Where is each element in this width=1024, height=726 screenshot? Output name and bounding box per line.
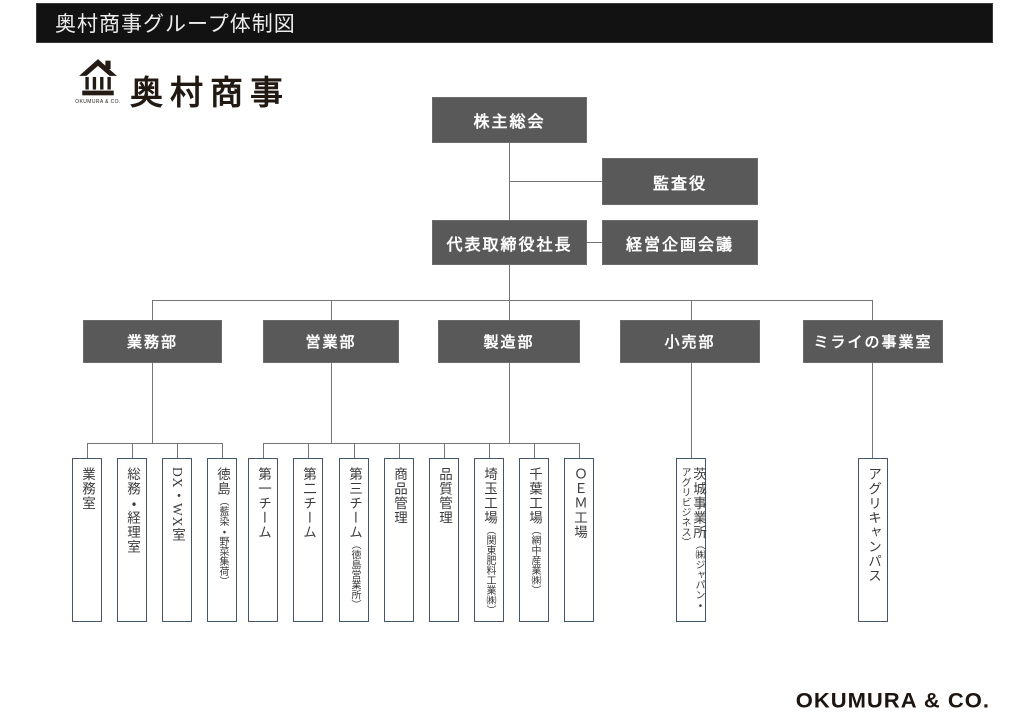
connector (152, 300, 872, 301)
connector (691, 363, 692, 458)
unit-dx-wx-shitsu-box: DX・WX室 (162, 458, 192, 622)
unit-team3-box: 第三チーム（徳島営業所） (339, 458, 369, 622)
auditor-box: 監査役 (602, 158, 758, 205)
connector (152, 300, 153, 320)
unit-somu-keirishitsu-box: 総務・経理室 (117, 458, 147, 622)
connector (399, 443, 400, 458)
unit-shohin-kanri-box: 商品管理 (384, 458, 414, 622)
planning-meeting-label: 経営企画会議 (625, 236, 734, 254)
unit-shohin-kanri-label: 商品管理 (392, 467, 407, 525)
connector (152, 363, 153, 443)
unit-agri-campus-box: アグリキャンパス (858, 458, 888, 622)
company-logo-icon: OKUMURA & CO. (75, 58, 121, 108)
unit-team2-box: 第二チーム (293, 458, 323, 622)
connector (509, 181, 602, 182)
house-mark-icon (79, 59, 117, 96)
dept-kouribu-box: 小売部 (620, 320, 760, 363)
unit-oem-kojo-box: ＯＥＭ工場 (564, 458, 594, 622)
unit-somu-keirishitsu-label: 総務・経理室 (125, 467, 140, 554)
unit-chiba-kojo-sub: （網中産業㈱） (529, 525, 540, 595)
company-name: 奥村商事 (130, 76, 290, 112)
connector (509, 265, 510, 300)
connector (87, 443, 222, 444)
company-logo: OKUMURA & CO. 奥村商事 (75, 58, 290, 114)
unit-team1-label: 第一チーム (256, 467, 271, 540)
dept-mirai-jigyoshitsu-label: ミライの事業室 (813, 334, 933, 351)
dept-gyomubu-label: 業務部 (126, 334, 178, 351)
connector (263, 443, 264, 458)
planning-meeting-box: 経営企画会議 (602, 220, 758, 265)
dept-seizobu-label: 製造部 (483, 334, 535, 351)
slide-title-bar: 奥村商事グループ体制図 (36, 3, 993, 43)
unit-hinshitsu-kanri-box: 品質管理 (429, 458, 459, 622)
dept-gyomubu-box: 業務部 (83, 320, 222, 363)
connector (177, 443, 178, 458)
shareholders-meeting-label: 株主総会 (473, 114, 546, 131)
connector (509, 300, 510, 320)
logo-caption: OKUMURA & CO. (75, 99, 121, 105)
connector (691, 300, 692, 320)
unit-gyomushitsu-box: 業務室 (72, 458, 102, 622)
footer-brand-logo: OKUMURA & CO. (795, 688, 990, 713)
connector (308, 443, 309, 458)
dept-eigyobu-box: 営業部 (263, 320, 399, 363)
connector (354, 443, 355, 458)
connector (489, 443, 490, 458)
connector (872, 300, 873, 320)
unit-team1-box: 第一チーム (248, 458, 278, 622)
unit-dx-wx-shitsu-label: DX・WX室 (170, 467, 185, 542)
unit-team3-sub: （徳島営業所） (349, 539, 360, 610)
connector (222, 443, 223, 458)
unit-saitama-kojo-sub: （関東肥料工業㈱） (484, 525, 495, 615)
unit-tokushima-box: 徳島（藍染・野菜集荷） (207, 458, 237, 622)
connector (263, 443, 579, 444)
unit-team3-label: 第三チーム (347, 467, 362, 540)
president-box: 代表取締役社長 (432, 220, 587, 265)
unit-chiba-kojo-label: 千葉工場 (527, 467, 542, 525)
auditor-label: 監査役 (652, 175, 707, 193)
dept-mirai-jigyoshitsu-box: ミライの事業室 (803, 320, 943, 363)
unit-hinshitsu-kanri-label: 品質管理 (437, 467, 452, 525)
dept-kouribu-label: 小売部 (664, 334, 716, 351)
unit-chiba-kojo-box: 千葉工場（網中産業㈱） (519, 458, 549, 622)
shareholders-meeting-box: 株主総会 (432, 97, 587, 143)
connector (331, 300, 332, 320)
connector (579, 443, 580, 458)
unit-ibaraki-jigyosho-box: 茨城事業所（㈱ジャパン・アグリビジネス） (676, 458, 706, 622)
connector (87, 443, 88, 458)
unit-oem-kojo-label: ＯＥＭ工場 (572, 467, 587, 540)
connector (587, 242, 602, 243)
unit-tokushima-sub: （藍染・野菜集荷） (217, 496, 228, 586)
unit-ibaraki-jigyosho-sub: （㈱ジャパン・アグリビジネス） (679, 467, 704, 610)
unit-saitama-kojo-label: 埼玉工場 (482, 467, 497, 525)
slide-title: 奥村商事グループ体制図 (55, 13, 296, 36)
unit-gyomushitsu-label: 業務室 (80, 467, 95, 511)
dept-seizobu-box: 製造部 (438, 320, 580, 363)
connector (331, 363, 332, 443)
dept-eigyobu-label: 営業部 (305, 334, 357, 351)
unit-saitama-kojo-box: 埼玉工場（関東肥料工業㈱） (474, 458, 504, 622)
unit-tokushima-label: 徳島 (215, 467, 230, 496)
connector (509, 363, 510, 443)
connector (534, 443, 535, 458)
unit-agri-campus-label: アグリキャンパス (866, 467, 881, 583)
connector (872, 363, 873, 458)
unit-team2-label: 第二チーム (301, 467, 316, 540)
unit-ibaraki-jigyosho-label: 茨城事業所 (691, 467, 706, 540)
connector (132, 443, 133, 458)
president-label: 代表取締役社長 (446, 236, 573, 254)
connector (444, 443, 445, 458)
